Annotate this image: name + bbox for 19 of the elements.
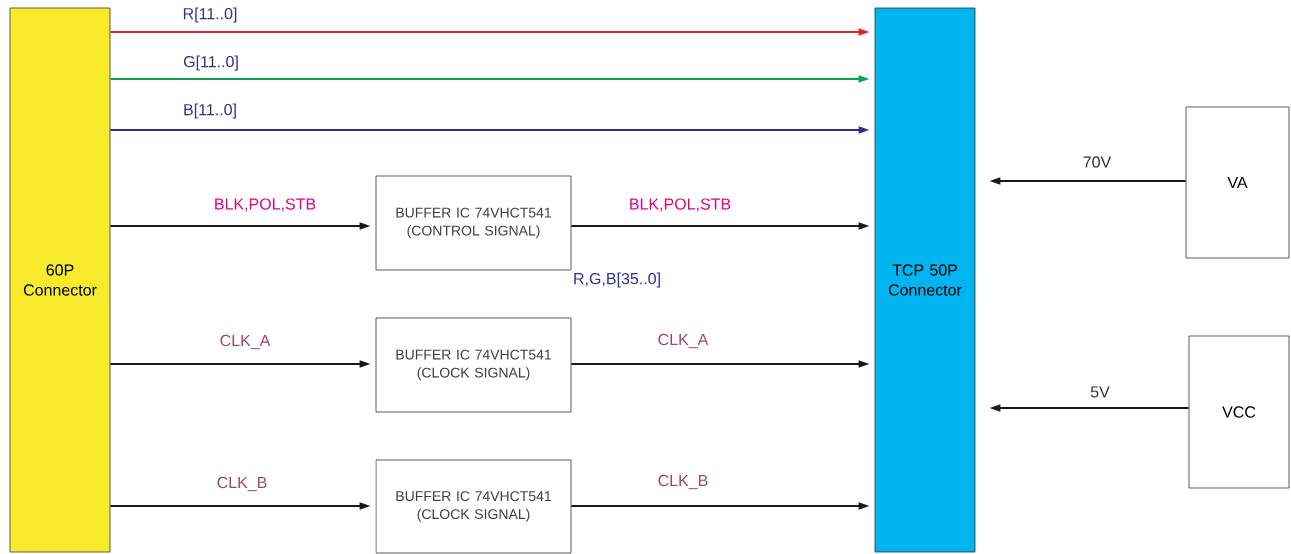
connector-block: TCP 50P Connector (874, 7, 976, 553)
edge-label: BLK,POL,STB (630, 198, 731, 212)
power-source-box: VA (1185, 106, 1290, 259)
edge-label: BLK,POL,STB (215, 198, 316, 212)
connector-block: 60P Connector (9, 7, 111, 553)
edge-label: B[11..0] (184, 103, 236, 119)
edge-label: 5V (1090, 386, 1110, 398)
edge-label: CLK_B (217, 476, 267, 492)
edge-label: R[11..0] (183, 7, 237, 23)
edge-label: CLK_A (658, 333, 709, 349)
edge-label: CLK_A (220, 334, 271, 350)
power-source-box: VCC (1188, 335, 1290, 489)
bus-label: R,G,B[35..0] (574, 272, 660, 288)
edge-label: CLK_B (658, 474, 708, 490)
edge-label: 70V (1083, 156, 1112, 168)
buffer-ic-box: BUFFER IC 74VHCT541 (CLOCK SIGNAL) (375, 459, 572, 554)
buffer-ic-box: BUFFER IC 74VHCT541 (CLOCK SIGNAL) (375, 317, 572, 413)
buffer-ic-box: BUFFER IC 74VHCT541 (CONTROL SIGNAL) (375, 175, 572, 271)
edge-label: G[11..0] (183, 55, 238, 71)
